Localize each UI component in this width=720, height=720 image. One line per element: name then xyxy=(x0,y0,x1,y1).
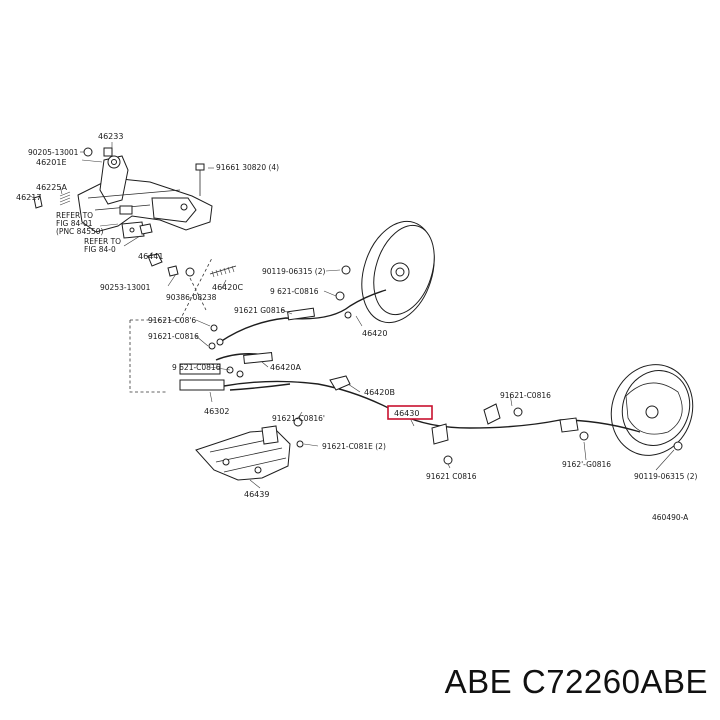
label-46225A: 46225A xyxy=(36,183,67,192)
label-91621-i: 91621 C0816 xyxy=(426,472,477,481)
label-46201E: 46201E xyxy=(36,158,67,167)
product-caption: ABE C72260ABE xyxy=(444,663,708,700)
label-46233: 46233 xyxy=(98,132,123,141)
label-46217: 46217 xyxy=(16,193,41,202)
label-90119-bottom: 90119-06315 (2) xyxy=(634,472,698,481)
label-refer-1a: REFER TO xyxy=(56,211,93,220)
label-46430: 46430 xyxy=(394,409,419,418)
rear-brake-drum-assembly xyxy=(610,364,694,456)
cable-heat-insulator xyxy=(195,425,291,481)
label-91661: 91661 30820 (4) xyxy=(216,163,279,172)
label-46441: 46441 xyxy=(138,252,163,261)
lever-small-parts xyxy=(33,147,237,278)
label-46420A: 46420A xyxy=(270,363,301,372)
figure-code: 460490-A xyxy=(652,513,689,522)
front-brake-drum-assembly xyxy=(335,220,435,324)
label-refer-2a: REFER TO xyxy=(84,237,121,246)
label-91621-f: 91621-C0816' xyxy=(272,414,325,423)
highlighted-part-box xyxy=(387,405,433,420)
label-91621-e: 9 621-C0816 xyxy=(172,363,221,372)
label-46420: 46420 xyxy=(362,329,387,338)
label-refer-1b: FIG 84-01 xyxy=(56,219,93,228)
label-91621-g: 91621-C0816 xyxy=(500,391,551,400)
label-91621-d: 91621-C0816 xyxy=(148,332,199,341)
label-91621-b: 91621 G0816 xyxy=(234,306,285,315)
label-46420B: 46420B xyxy=(364,388,395,397)
label-46302: 46302 xyxy=(204,407,229,416)
label-91621-h: 91621-C081E (2) xyxy=(322,442,386,451)
label-46439: 46439 xyxy=(244,490,269,499)
label-90253: 90253-13001 xyxy=(100,283,151,292)
label-91621-c: 91621-C08'6 xyxy=(148,316,196,325)
label-90205: 90205-13001 xyxy=(28,148,79,157)
label-refer-1c: (PNC 84550) xyxy=(56,227,104,236)
label-90119-top: 90119-06315 (2) xyxy=(262,267,326,276)
group-outlines xyxy=(129,257,213,393)
label-46420C: 46420C xyxy=(212,283,243,292)
leader-lines xyxy=(29,142,675,489)
parking-brake-lever-assembly xyxy=(77,147,213,239)
label-90386: 90386-08238 xyxy=(166,293,217,302)
label-refer-2b: FIG 84-0 xyxy=(84,245,116,254)
part-labels: 46233 90205-13001 46201E 46225A 46217 RE… xyxy=(16,132,698,522)
label-91621-a: 9 621-C0816 xyxy=(270,287,319,296)
label-9162-j: 9162'-G0816 xyxy=(562,460,611,469)
